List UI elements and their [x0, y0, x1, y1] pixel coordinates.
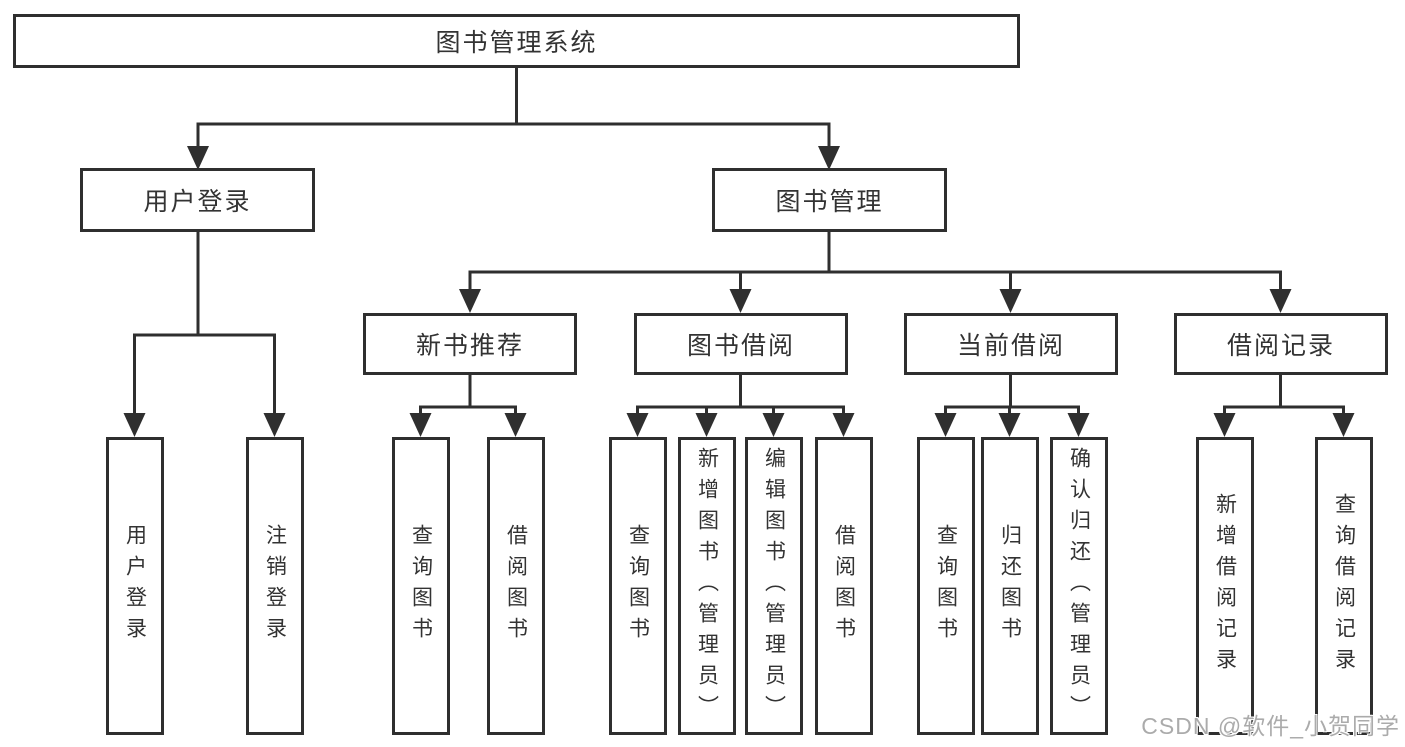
- leaf-add-borrow-record: 新增借阅记录: [1196, 437, 1254, 735]
- branch-records: [1223, 373, 1345, 416]
- node-label: 查询借阅记录: [1332, 493, 1356, 679]
- leaf-borrow-books: 借阅图书: [815, 437, 873, 735]
- node-user-login: 用户登录: [80, 168, 315, 232]
- node-current-borrowing: 当前借阅: [904, 313, 1118, 375]
- arrowheads: [123, 146, 1355, 437]
- leaf-query-books-recommend: 查询图书: [392, 437, 450, 735]
- leaf-query-books-current: 查询图书: [917, 437, 975, 735]
- node-label: 查询图书: [934, 524, 958, 648]
- leaf-return-books: 归还图书: [981, 437, 1039, 735]
- node-label: 用户登录: [123, 524, 147, 648]
- node-label: 编辑图书（管理员）: [762, 446, 786, 726]
- node-label: 当前借阅: [956, 332, 1065, 360]
- node-label: 确认归还（管理员）: [1067, 446, 1091, 726]
- node-label: 图书借阅: [686, 332, 795, 360]
- node-label: 借阅图书: [504, 524, 528, 648]
- leaf-add-books-admin: 新增图书（管理员）: [678, 437, 736, 735]
- leaf-user-login: 用户登录: [106, 437, 164, 735]
- node-label: 借阅记录: [1226, 332, 1335, 360]
- node-label: 图书管理: [775, 188, 884, 216]
- node-label: 用户登录: [143, 188, 252, 216]
- branch-new-book: [419, 373, 517, 416]
- watermark-text: CSDN @软件_小贺同学: [1141, 713, 1400, 739]
- node-label: 图书管理系统: [435, 29, 598, 57]
- branch-current: [944, 373, 1080, 416]
- node-label: 归还图书: [998, 524, 1022, 648]
- leaf-borrow-books-recommend: 借阅图书: [487, 437, 545, 735]
- node-label: 新增图书（管理员）: [695, 446, 719, 726]
- node-book-management: 图书管理: [712, 168, 947, 232]
- leaf-query-books-borrow: 查询图书: [609, 437, 667, 735]
- leaf-edit-books-admin: 编辑图书（管理员）: [745, 437, 803, 735]
- branch-root: [196, 66, 831, 148]
- node-label: 注销登录: [263, 524, 287, 648]
- node-label: 借阅图书: [832, 524, 856, 648]
- branch-borrow: [636, 373, 845, 416]
- branch-user-login: [133, 230, 276, 416]
- node-new-book-recommendation: 新书推荐: [363, 313, 577, 375]
- node-book-borrowing: 图书借阅: [634, 313, 848, 375]
- node-label: 新增借阅记录: [1213, 493, 1237, 679]
- leaf-confirm-return-admin: 确认归还（管理员）: [1050, 437, 1108, 735]
- branch-book-management: [468, 230, 1282, 292]
- leaf-query-borrow-record: 查询借阅记录: [1315, 437, 1373, 735]
- node-label: 查询图书: [626, 524, 650, 648]
- leaf-logout: 注销登录: [246, 437, 304, 735]
- node-borrowing-records: 借阅记录: [1174, 313, 1388, 375]
- node-label: 新书推荐: [415, 332, 524, 360]
- node-label: 查询图书: [409, 524, 433, 648]
- node-library-management-system: 图书管理系统: [13, 14, 1020, 68]
